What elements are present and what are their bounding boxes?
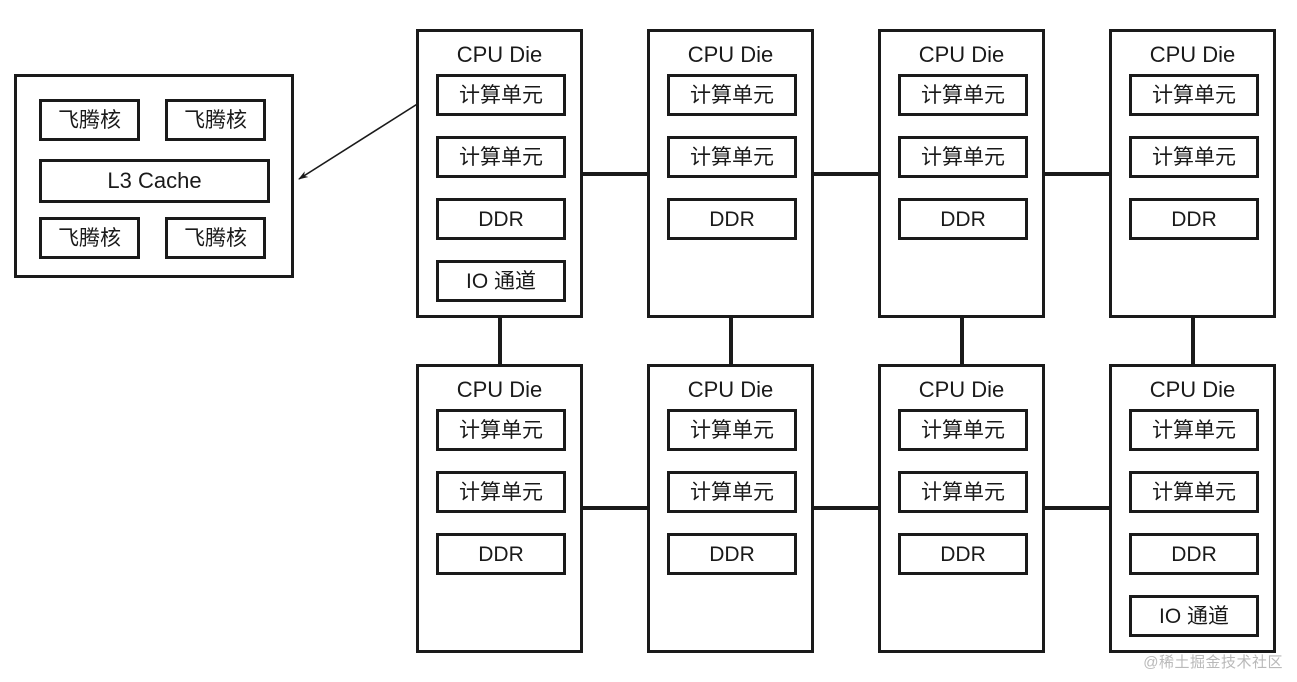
cpu-die-title: CPU Die <box>1149 42 1236 67</box>
cpu-die-title: CPU Die <box>456 42 543 67</box>
l3-cache-box: L3 Cache <box>39 159 270 203</box>
compute-unit-box: 计算单元 <box>898 409 1028 451</box>
compute-unit-box: 计算单元 <box>667 409 797 451</box>
compute-unit-box: 计算单元 <box>436 74 566 116</box>
compute-unit-box: 计算单元 <box>898 74 1028 116</box>
ddr-box: DDR <box>898 198 1028 240</box>
link-top-2-3 <box>796 172 880 176</box>
link-col-4 <box>1191 316 1195 366</box>
cpu-die-title: CPU Die <box>918 42 1005 67</box>
cpu-die-bottom-2: CPU Die 计算单元 计算单元 DDR <box>647 364 814 653</box>
cpu-die-top-3: CPU Die 计算单元 计算单元 DDR <box>878 29 1045 318</box>
watermark-text: @稀土掘金技术社区 <box>1143 654 1283 671</box>
ddr-box: DDR <box>667 198 797 240</box>
cpu-die-title: CPU Die <box>456 377 543 402</box>
compute-unit-box: 计算单元 <box>1129 409 1259 451</box>
cpu-die-title: CPU Die <box>918 377 1005 402</box>
link-bottom-2-3 <box>796 506 880 510</box>
link-col-1 <box>498 316 502 366</box>
compute-unit-box: 计算单元 <box>898 136 1028 178</box>
compute-unit-box: 计算单元 <box>667 471 797 513</box>
compute-unit-box: 计算单元 <box>436 471 566 513</box>
link-col-3 <box>960 316 964 366</box>
link-bottom-3-4 <box>1027 506 1111 510</box>
cpu-die-title: CPU Die <box>687 377 774 402</box>
cpu-die-title: CPU Die <box>687 42 774 67</box>
cpu-die-top-2: CPU Die 计算单元 计算单元 DDR <box>647 29 814 318</box>
cpu-die-title: CPU Die <box>1149 377 1236 402</box>
link-top-1-2 <box>565 172 649 176</box>
cpu-die-top-4: CPU Die 计算单元 计算单元 DDR <box>1109 29 1276 318</box>
compute-unit-box: 计算单元 <box>436 136 566 178</box>
io-channel-box: IO 通道 <box>1129 595 1259 637</box>
io-channel-box: IO 通道 <box>436 260 566 302</box>
feiteng-core-detail-box: 飞腾核 飞腾核 L3 Cache 飞腾核 飞腾核 <box>14 74 294 278</box>
compute-unit-box: 计算单元 <box>667 74 797 116</box>
compute-unit-box: 计算单元 <box>1129 471 1259 513</box>
ddr-box: DDR <box>436 533 566 575</box>
cpu-die-top-1: CPU Die 计算单元 计算单元 DDR IO 通道 <box>416 29 583 318</box>
ddr-box: DDR <box>1129 198 1259 240</box>
feiteng-core-box-2: 飞腾核 <box>165 99 266 141</box>
compute-unit-box: 计算单元 <box>667 136 797 178</box>
compute-unit-box: 计算单元 <box>1129 136 1259 178</box>
link-top-3-4 <box>1027 172 1111 176</box>
ddr-box: DDR <box>436 198 566 240</box>
cpu-die-bottom-3: CPU Die 计算单元 计算单元 DDR <box>878 364 1045 653</box>
ddr-box: DDR <box>898 533 1028 575</box>
feiteng-core-box-4: 飞腾核 <box>165 217 266 259</box>
ddr-box: DDR <box>667 533 797 575</box>
cpu-die-bottom-4: CPU Die 计算单元 计算单元 DDR IO 通道 <box>1109 364 1276 653</box>
link-bottom-1-2 <box>565 506 649 510</box>
feiteng-core-box-1: 飞腾核 <box>39 99 140 141</box>
feiteng-core-box-3: 飞腾核 <box>39 217 140 259</box>
compute-unit-box: 计算单元 <box>436 409 566 451</box>
compute-unit-box: 计算单元 <box>898 471 1028 513</box>
link-col-2 <box>729 316 733 366</box>
cpu-die-bottom-1: CPU Die 计算单元 计算单元 DDR <box>416 364 583 653</box>
compute-unit-box: 计算单元 <box>1129 74 1259 116</box>
ddr-box: DDR <box>1129 533 1259 575</box>
